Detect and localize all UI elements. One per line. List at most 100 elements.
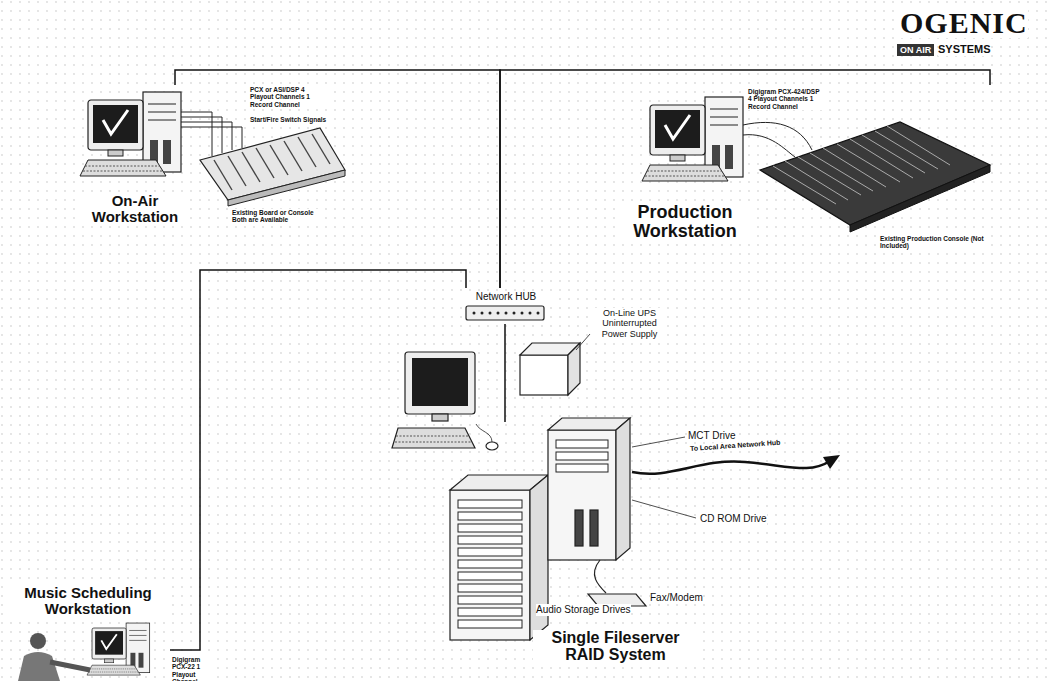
production-console-part-part bbox=[875, 131, 938, 169]
server-console bbox=[392, 352, 498, 450]
fax-modem-part bbox=[594, 560, 606, 593]
ups-cube-part bbox=[520, 355, 568, 395]
on-air-console-part-part bbox=[242, 152, 260, 182]
server-console-part bbox=[405, 352, 475, 414]
person-figure-part bbox=[30, 633, 46, 649]
logo-badge: ON AIR bbox=[897, 44, 934, 56]
network-cable bbox=[500, 70, 990, 288]
on-air-computer bbox=[80, 92, 181, 176]
on-air-console bbox=[200, 128, 345, 206]
server-tower-part-part bbox=[556, 452, 608, 460]
raid-tower bbox=[450, 475, 548, 640]
console-note: Existing Board or Console Both are Avail… bbox=[232, 209, 324, 224]
on-air-console-part-part bbox=[284, 141, 302, 171]
production-cables bbox=[743, 122, 812, 157]
production-console-part-part bbox=[798, 157, 861, 195]
callout-label: CD ROM Drive bbox=[700, 513, 767, 525]
production-console-part-part bbox=[773, 166, 836, 204]
server-console-part bbox=[486, 442, 498, 450]
hub-device-part-part bbox=[513, 312, 516, 315]
hub-device-part-part bbox=[473, 312, 476, 315]
production-cables-part bbox=[743, 122, 812, 150]
server-console-part bbox=[412, 358, 468, 406]
signal-note: Start/Fire Switch Signals bbox=[250, 116, 330, 123]
server-tower-part bbox=[556, 440, 608, 472]
hub-device-part bbox=[473, 312, 540, 315]
network-cable bbox=[170, 270, 466, 650]
on-air-console-part bbox=[214, 134, 330, 190]
lan-arrow-part bbox=[632, 461, 830, 474]
raid-tower-part bbox=[450, 490, 530, 640]
server-tower-part bbox=[575, 510, 583, 546]
on-air-console-part-part bbox=[256, 148, 274, 178]
production-console-part-part bbox=[810, 153, 873, 191]
server-console-part bbox=[395, 436, 471, 442]
on-air-cables-part bbox=[181, 112, 212, 156]
production-computer bbox=[642, 97, 743, 181]
card-spec-note: Digigram PCX-424/DSP 4 Playout Channels … bbox=[748, 88, 822, 110]
leader-lines bbox=[632, 437, 696, 518]
callout-label: Fax/Modem bbox=[650, 592, 703, 604]
lan-arrow-part bbox=[823, 455, 840, 469]
on-air-console-part-part bbox=[270, 145, 288, 175]
on-air-cables bbox=[181, 112, 242, 156]
leader-line bbox=[576, 334, 590, 350]
lan-arrow bbox=[632, 455, 840, 474]
server-tower-part bbox=[590, 510, 598, 546]
raid-tower-part bbox=[458, 500, 522, 628]
node-title: Single Fileserver RAID System bbox=[533, 630, 698, 664]
on-air-console-part-part bbox=[228, 156, 246, 186]
production-console-part-part bbox=[785, 161, 848, 200]
raid-tower-part-part bbox=[458, 536, 522, 544]
node-title: Network HUB bbox=[460, 292, 552, 303]
server-tower-part bbox=[548, 430, 616, 560]
raid-tower-part-part bbox=[458, 608, 522, 616]
raid-tower-part-part bbox=[458, 596, 522, 604]
music-computer-part bbox=[87, 623, 150, 675]
raid-tower-part-part bbox=[458, 500, 522, 508]
raid-tower-part-part bbox=[458, 584, 522, 592]
hub-device-part bbox=[466, 306, 544, 320]
music-computer bbox=[87, 623, 150, 675]
production-console-part bbox=[773, 126, 950, 204]
leader-lines-part bbox=[632, 500, 696, 518]
on-air-console-part-part bbox=[214, 160, 232, 190]
callout-label: Audio Storage Drives bbox=[536, 604, 631, 616]
console-note: Existing Production Console (Not Include… bbox=[880, 235, 990, 250]
hub-device-part-part bbox=[505, 312, 508, 315]
on-air-cables-part bbox=[181, 127, 242, 148]
card-spec-note: PCX or ASI/DSP 4 Playout Channels 1 Reco… bbox=[250, 86, 328, 108]
raid-tower-part-part bbox=[458, 548, 522, 556]
person-figure-part bbox=[18, 652, 60, 681]
ups-cube-part bbox=[568, 343, 580, 395]
server-console-part bbox=[432, 414, 448, 421]
raid-tower-part-part bbox=[458, 512, 522, 520]
logo-text: SYSTEMS bbox=[938, 43, 991, 56]
workstation-node: Production Workstation bbox=[610, 85, 1000, 260]
production-console-part-part bbox=[862, 135, 925, 173]
on-air-console-part-part bbox=[312, 134, 330, 164]
raid-tower-part-part bbox=[458, 560, 522, 568]
person-figure bbox=[18, 633, 90, 681]
production-computer-part bbox=[642, 97, 743, 181]
network-cable bbox=[175, 70, 500, 288]
callout-label: On-Line UPS Uninterrupted Power Supply bbox=[592, 308, 667, 339]
hub-node: Network HUB bbox=[460, 288, 554, 324]
fileserver-node: Single Fileserver RAID System bbox=[440, 422, 715, 674]
production-cables-part bbox=[743, 135, 795, 157]
production-console-part-part bbox=[837, 144, 900, 182]
hub-device-part-part bbox=[497, 312, 500, 315]
node-title: On-Air Workstation bbox=[80, 193, 190, 225]
production-console-part bbox=[850, 165, 990, 232]
production-console-part-part bbox=[850, 139, 913, 178]
server-console-part bbox=[392, 428, 475, 448]
hub-device-part-part bbox=[489, 312, 492, 315]
hub-device-part-part bbox=[521, 312, 524, 315]
hub-device bbox=[466, 306, 544, 320]
ups-cube bbox=[520, 343, 580, 395]
leader-lines-part bbox=[632, 437, 685, 447]
